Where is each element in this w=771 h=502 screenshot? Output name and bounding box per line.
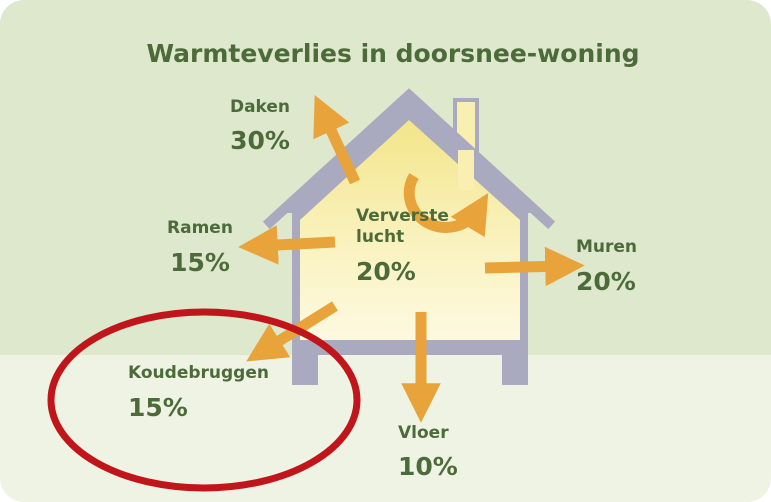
ramen-percent: 15% xyxy=(170,248,230,277)
ververste-lucht-label-line1: Ververste xyxy=(356,206,449,226)
label-muren: Muren 20% xyxy=(576,237,637,296)
label-ververste-lucht: Ververste lucht 20% xyxy=(356,206,449,286)
label-vloer: Vloer 10% xyxy=(398,423,458,481)
koudebruggen-percent: 15% xyxy=(128,393,188,422)
heat-arrows xyxy=(238,95,585,423)
arrow-ramen xyxy=(238,225,336,265)
arrow-ververste-lucht xyxy=(403,173,489,238)
label-ramen: Ramen 15% xyxy=(167,218,233,277)
koudebruggen-label: Koudebruggen xyxy=(128,363,269,383)
ververste-lucht-label-line2: lucht xyxy=(356,227,404,247)
roof-eaves xyxy=(262,88,556,230)
daken-percent: 30% xyxy=(230,126,290,155)
label-koudebruggen: Koudebruggen 15% xyxy=(128,363,269,422)
vloer-percent: 10% xyxy=(398,452,458,481)
label-daken: Daken 30% xyxy=(230,97,290,155)
vloer-label: Vloer xyxy=(398,423,449,443)
ververste-lucht-percent: 20% xyxy=(356,257,416,286)
muren-percent: 20% xyxy=(576,267,636,296)
diagram-title: Warmteverlies in doorsnee-woning xyxy=(146,39,639,68)
highlight-ellipse xyxy=(47,308,361,492)
arrow-muren xyxy=(484,246,585,287)
muren-label: Muren xyxy=(576,237,637,257)
daken-label: Daken xyxy=(230,97,290,117)
arrow-daken xyxy=(313,95,360,185)
ramen-label: Ramen xyxy=(167,218,233,238)
